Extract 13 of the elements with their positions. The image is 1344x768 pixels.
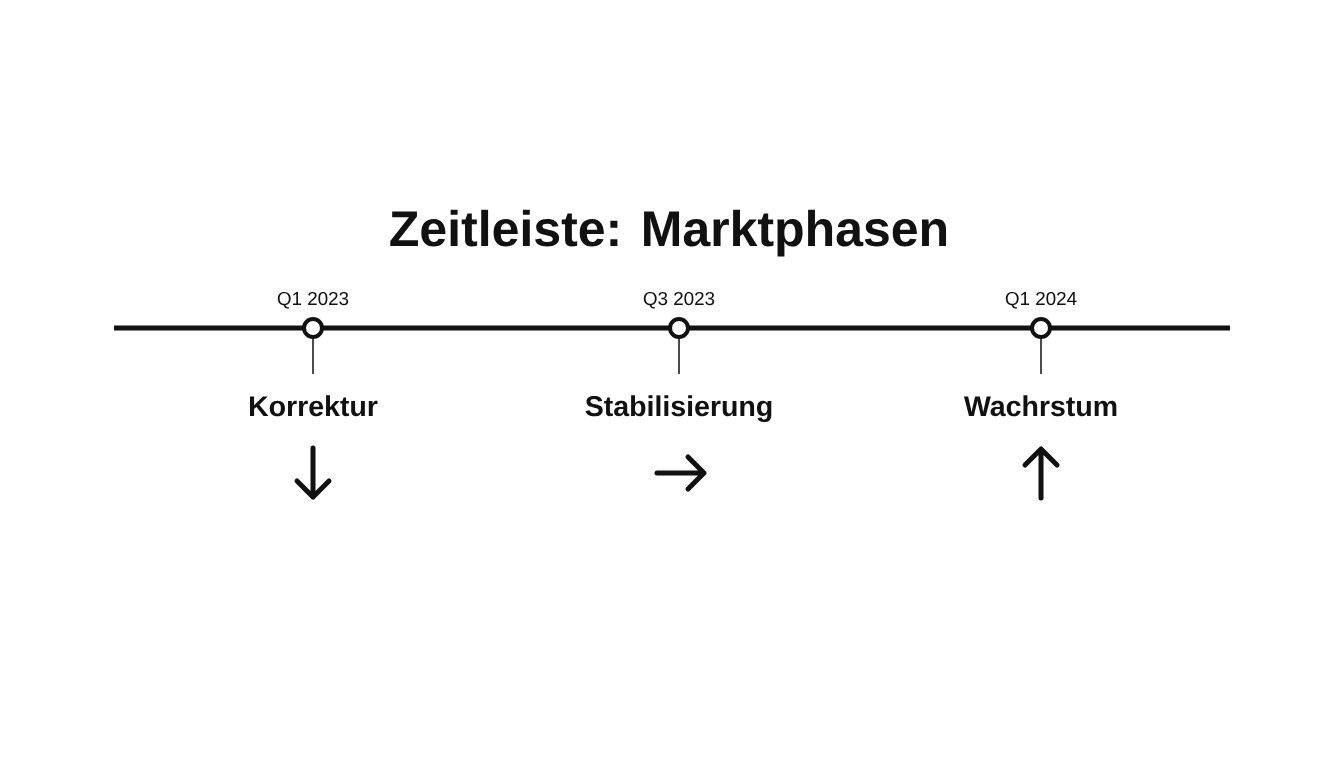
- date-label: Q1 2024: [1005, 291, 1077, 309]
- leader-line: [312, 338, 314, 375]
- title: Zeitleiste: Marktphasen: [390, 209, 947, 257]
- timeline-marker: [668, 317, 690, 339]
- timeline-marker: [302, 317, 324, 339]
- leader-line: [1040, 338, 1042, 375]
- phase-label: Stabilisierung: [585, 395, 772, 423]
- phase-label: Wachrstum: [963, 395, 1117, 417]
- timeline-marker: [1030, 317, 1052, 339]
- date-label: Q1 2023: [277, 291, 349, 309]
- phase-label: Korrektur: [250, 395, 378, 417]
- date-label: Q3 2023: [643, 291, 715, 309]
- leader-line: [678, 338, 680, 375]
